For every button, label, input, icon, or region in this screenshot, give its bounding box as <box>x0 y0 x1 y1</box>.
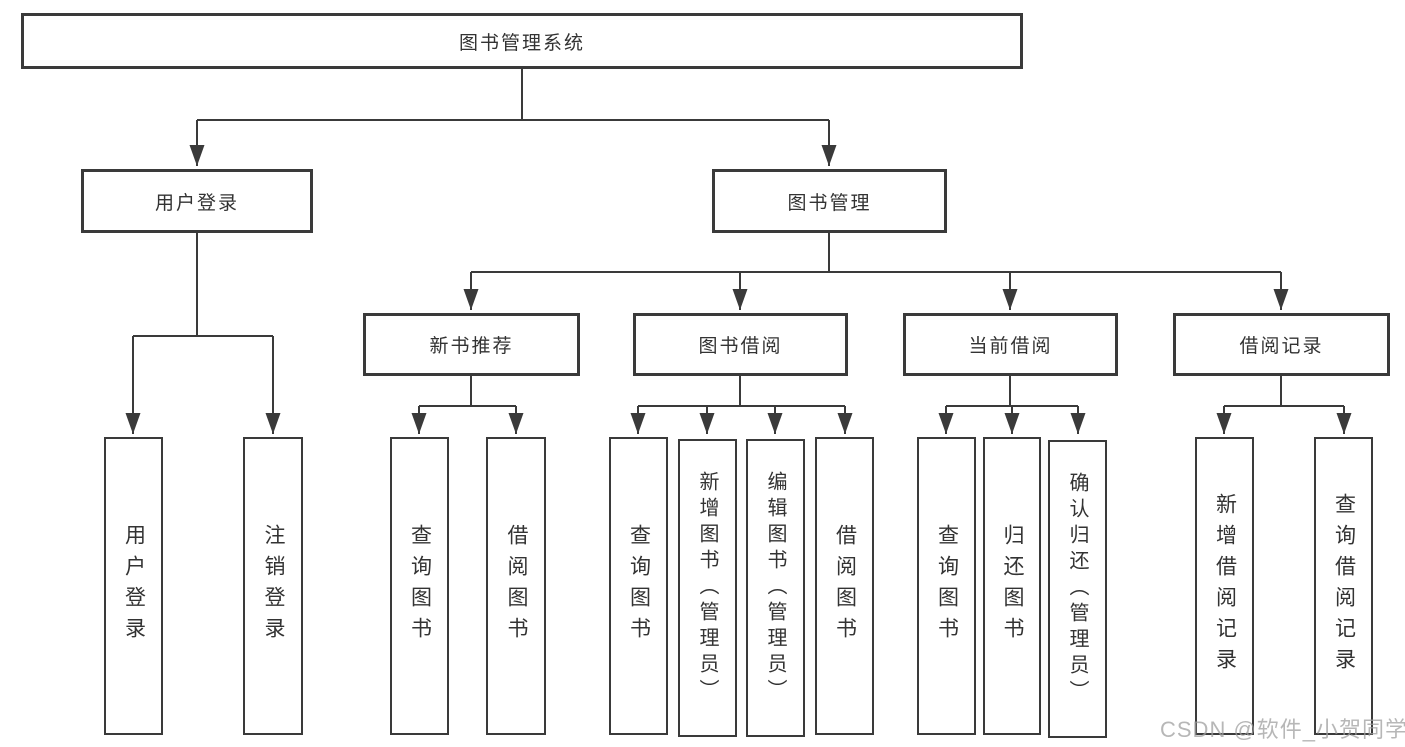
bus-book-borrow <box>638 376 845 407</box>
watermark: CSDN @软件_小贺同学 <box>1160 717 1405 742</box>
node-book-borrow: 图书借阅 <box>633 313 848 376</box>
leaf-edit-books-admin: 编辑图书（管理员） <box>746 439 805 737</box>
leaf-newbooks-borrow-books: 借阅图书 <box>486 437 546 735</box>
leaf-return-books: 归还图书 <box>983 437 1041 735</box>
node-library-management-system: 图书管理系统 <box>21 13 1023 69</box>
bus-new-books <box>419 376 516 407</box>
leaf-newbooks-query-books: 查询图书 <box>390 437 449 735</box>
bus-current-borrow <box>946 376 1078 407</box>
node-borrow-records: 借阅记录 <box>1173 313 1390 376</box>
leaf-current-query-books: 查询图书 <box>917 437 976 735</box>
leaf-borrow-borrow-books: 借阅图书 <box>815 437 874 735</box>
leaf-query-borrow-record: 查询借阅记录 <box>1314 437 1373 735</box>
bus-user-login <box>133 233 273 337</box>
node-user-login: 用户登录 <box>81 169 313 233</box>
leaf-borrow-query-books: 查询图书 <box>609 437 668 735</box>
bus-borrow-records <box>1224 376 1344 407</box>
leaf-confirm-return-admin: 确认归还（管理员） <box>1048 440 1107 738</box>
leaf-user-login: 用户登录 <box>104 437 163 735</box>
node-book-management: 图书管理 <box>712 169 947 233</box>
bus-root <box>197 69 829 121</box>
bus-book-management <box>471 233 1281 273</box>
leaf-logout: 注销登录 <box>243 437 303 735</box>
node-new-book-recommend: 新书推荐 <box>363 313 580 376</box>
leaf-add-books-admin: 新增图书（管理员） <box>678 439 737 737</box>
leaf-add-borrow-record: 新增借阅记录 <box>1195 437 1254 735</box>
node-current-borrow: 当前借阅 <box>903 313 1118 376</box>
